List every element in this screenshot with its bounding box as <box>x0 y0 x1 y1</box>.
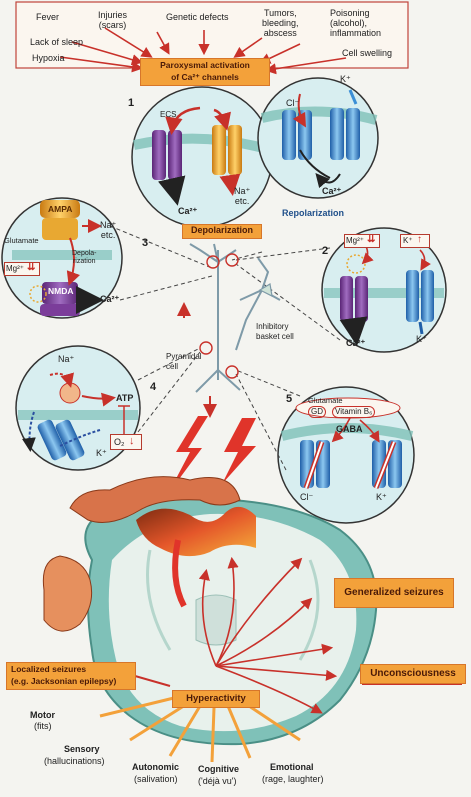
nmda-label: NMDA <box>48 286 74 296</box>
cause-injuries: Injuries (scars) <box>98 10 127 30</box>
panel-4-number: 4 <box>150 382 156 392</box>
panel-5-cl-label: Cl⁻ <box>300 492 313 502</box>
panel-5-number: 5 <box>286 394 292 404</box>
panel-2-mg-box: Mg²⁺ ⇊ <box>344 234 380 248</box>
cause-cell-swelling: Cell swelling <box>342 48 392 58</box>
repolarization-label: Repolarization <box>282 208 344 218</box>
repol-cl-label: Cl⁻ <box>286 98 299 108</box>
panel-3-mg-label: Mg²⁺ <box>6 264 24 274</box>
panel-4-o2-box: O₂ ↓ <box>110 434 142 450</box>
autonomic-label: Autonomic <box>132 762 179 772</box>
panel-4-o2-label: O₂ <box>114 437 125 447</box>
panel-3-mg-box: Mg²⁺ ⇊ <box>4 262 40 276</box>
generalized-seizures-box: Generalized seizures <box>334 578 454 608</box>
panel-1-number: 1 <box>128 98 134 108</box>
cause-genetic-defects: Genetic defects <box>166 12 229 22</box>
sensory-label: Sensory <box>64 744 100 754</box>
depolarization-box: Depolarization <box>182 224 262 239</box>
panel-3-glutamate-label: Glutamate <box>4 236 39 246</box>
ampa-label: AMPA <box>48 204 72 214</box>
panel-2-number: 2 <box>322 246 328 256</box>
cause-poisoning: Poisoning (alcohol), inflammation <box>330 8 381 38</box>
panel-3-mg-down-arrows: ⇊ <box>27 263 35 273</box>
panel-4-o2-down-arrow: ↓ <box>129 436 135 446</box>
panel-1-ecs-label: ECS <box>160 110 176 120</box>
gaba-label: GABA <box>336 424 363 434</box>
pyramidal-cell-label: Pyramidal cell <box>166 352 202 372</box>
panel-2-k-box: K⁺ ↑ <box>400 234 430 248</box>
cause-fever: Fever <box>36 12 59 22</box>
panel-2-mg-label: Mg²⁺ <box>346 236 364 246</box>
sensory-sub-label: (hallucinations) <box>44 756 105 766</box>
panel-3-depolarization-label: Depola- rization <box>72 250 97 266</box>
inhibitory-basket-cell-label: Inhibitory basket cell <box>256 322 294 342</box>
motor-sub-label: (fits) <box>34 721 52 731</box>
panel-4-na-label: Na⁺ <box>58 354 74 364</box>
emotional-sub-label: (rage, laughter) <box>262 774 324 784</box>
panel-2-k-label: K⁺ <box>403 236 413 246</box>
panel-5-k-label: K⁺ <box>376 492 387 502</box>
autonomic-sub-label: (salivation) <box>134 774 178 784</box>
repol-k-label: K⁺ <box>340 74 351 84</box>
panel-1-na-label: Na⁺ etc. <box>234 186 250 206</box>
panel-3-na-label: Na⁺ etc. <box>100 220 116 240</box>
repol-ca-label: Ca²⁺ <box>322 186 341 196</box>
cause-hypoxia: Hypoxia <box>32 53 65 63</box>
panel-1-ca-label: Ca²⁺ <box>178 206 197 216</box>
cognitive-sub-label: ('déjà vu') <box>198 776 236 786</box>
panel-2-mg-down-arrows: ⇊ <box>367 235 375 245</box>
hyperactivity-box: Hyperactivity <box>172 690 260 708</box>
emotional-label: Emotional <box>270 762 314 772</box>
panel-4-atp-label: ATP <box>116 393 133 403</box>
cognitive-label: Cognitive <box>198 764 239 774</box>
motor-label: Motor <box>30 710 55 720</box>
panel-2-k-out-label: K⁺ <box>416 334 427 344</box>
panel-3-ca-label: Ca²⁺ <box>100 294 119 304</box>
paroxysmal-activation-box: Paroxysmal activation of Ca²⁺ channels <box>140 58 270 86</box>
panel-2-k-up-arrow: ↑ <box>417 235 422 245</box>
cause-tumors: Tumors, bleeding, abscess <box>262 8 299 38</box>
panel-5-glutamate-label: Glutamate <box>308 396 343 406</box>
gd-label: GD <box>308 406 326 418</box>
panel-4-k-label: K⁺ <box>96 448 107 458</box>
panel-2-ca-label: Ca²⁺ <box>346 338 365 348</box>
unconsciousness-box: Unconsciousness <box>360 664 466 684</box>
cause-lack-of-sleep: Lack of sleep <box>30 37 83 47</box>
panel-3-number: 3 <box>142 238 148 248</box>
localized-seizures-box: Localized seizures (e.g. Jacksonian epil… <box>6 662 136 690</box>
vitamin-b6-label: Vitamin B₆ <box>332 406 375 418</box>
